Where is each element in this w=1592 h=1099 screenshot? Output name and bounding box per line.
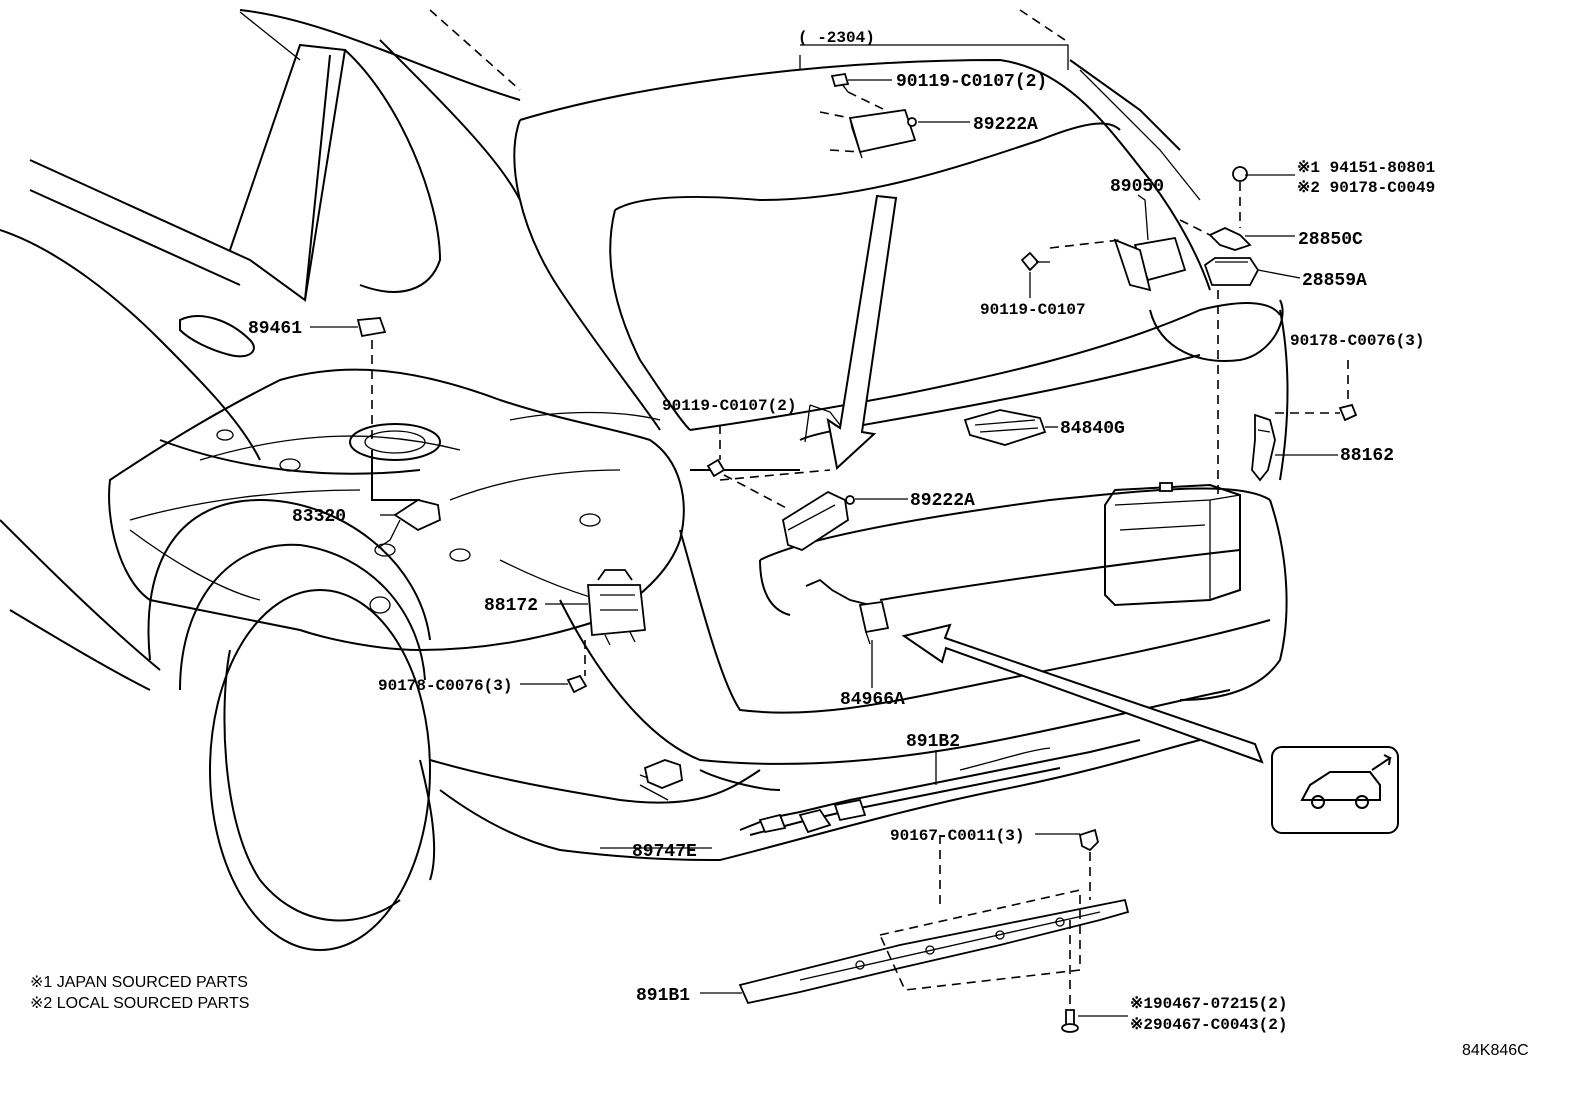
part-28859A xyxy=(1203,257,1260,500)
label-891B2: 891B2 xyxy=(906,732,960,752)
label-88172: 88172 xyxy=(484,596,538,616)
view-arrows xyxy=(826,194,1264,764)
label-90467-07215: ※190467-07215(2) xyxy=(1130,995,1287,1013)
label-28850C: 28850C xyxy=(1298,230,1363,250)
part-89222A-mid xyxy=(719,469,855,551)
part-89747E xyxy=(639,759,683,789)
part-83320 xyxy=(371,450,441,549)
nut-90178-right xyxy=(1275,360,1358,422)
label-90467-C0043: ※290467-C0043(2) xyxy=(1130,1016,1287,1034)
legend: ※1 JAPAN SOURCED PARTS ※2 LOCAL SOURCED … xyxy=(30,974,249,1012)
label-90178-C0076-3-left: 90178-C0076(3) xyxy=(378,677,512,695)
suv-rear-view-icon xyxy=(1271,746,1399,834)
part-891B2 xyxy=(739,739,1141,836)
label-range: ( -2304) xyxy=(798,29,875,47)
label-90167-C0011-3: 90167-C0011(3) xyxy=(890,827,1024,845)
part-88172 xyxy=(584,569,646,676)
label-note1-part: ※1 94151-80801 xyxy=(1297,159,1435,177)
legend-line-2: ※2 LOCAL SOURCED PARTS xyxy=(30,995,249,1012)
label-90119-C0107-2-mid: 90119-C0107(2) xyxy=(662,397,796,415)
screw-90467 xyxy=(1061,920,1079,1033)
part-84966A xyxy=(805,578,890,645)
label-891B1: 891B1 xyxy=(636,986,690,1006)
label-89222A-top: 89222A xyxy=(973,115,1038,135)
clip-90167 xyxy=(939,828,1099,910)
label-89461: 89461 xyxy=(248,319,302,339)
part-labels: ( -2304) 90119-C0107(2) 89222A 89050 ※1 … xyxy=(248,29,1435,1034)
legend-line-1: ※1 JAPAN SOURCED PARTS xyxy=(30,974,248,991)
vehicle-body-outline xyxy=(0,9,1289,951)
nut-90178-left xyxy=(566,674,588,694)
part-891B1 xyxy=(738,889,1130,1005)
diagram-code: 84K846C xyxy=(1462,1042,1529,1059)
label-89050: 89050 xyxy=(1110,177,1164,197)
label-84966A: 84966A xyxy=(840,690,905,710)
label-28859A: 28859A xyxy=(1302,271,1367,291)
label-90178-C0076-3-right: 90178-C0076(3) xyxy=(1290,332,1424,350)
label-89747E: 89747E xyxy=(632,842,697,862)
part-89050 xyxy=(1049,236,1187,292)
part-28850C xyxy=(1179,166,1252,251)
label-90119-C0107: 90119-C0107 xyxy=(980,301,1086,319)
label-88162: 88162 xyxy=(1340,446,1394,466)
part-88162 xyxy=(1251,413,1276,482)
bolt-90119-C0107 xyxy=(1020,251,1050,272)
label-89222A-mid: 89222A xyxy=(910,491,975,511)
label-90119-C0107-2-top: 90119-C0107(2) xyxy=(896,72,1047,92)
label-84840G: 84840G xyxy=(1060,419,1125,439)
part-shapes xyxy=(356,72,1358,1033)
bolt-90119-mid xyxy=(706,425,791,511)
label-83320: 83320 xyxy=(292,507,346,527)
leader-lines xyxy=(310,44,1338,1017)
part-89222A-top xyxy=(819,109,917,159)
part-84840G xyxy=(963,409,1047,446)
label-note2-part: ※2 90178-C0049 xyxy=(1297,179,1435,197)
part-89461 xyxy=(356,317,387,440)
bolt-90119-top xyxy=(830,72,886,111)
